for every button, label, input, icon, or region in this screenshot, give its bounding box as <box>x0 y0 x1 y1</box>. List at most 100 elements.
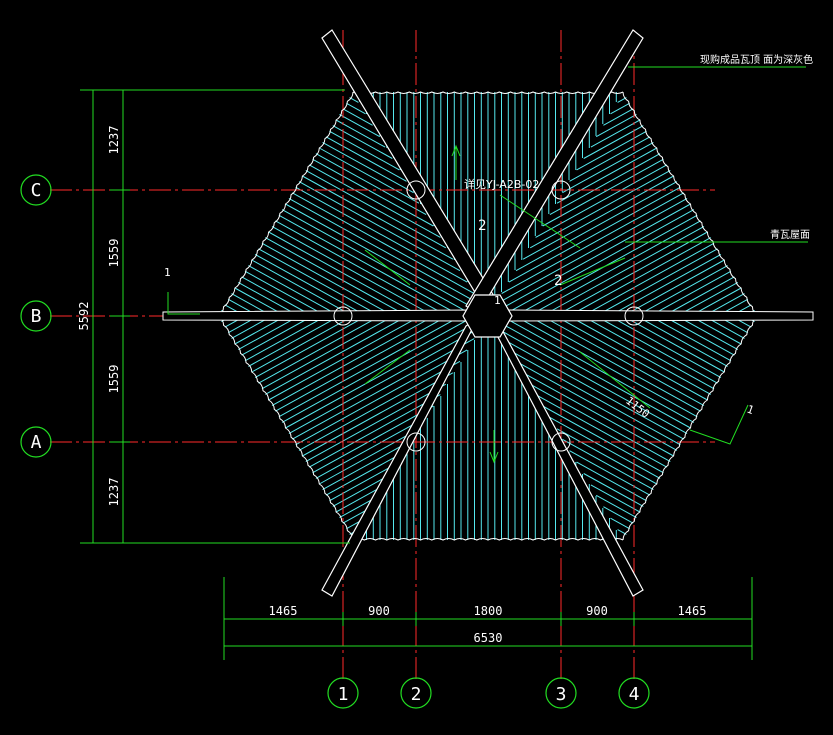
tile-line <box>556 231 708 316</box>
tile-line <box>556 147 658 204</box>
annotation-leaders <box>167 66 808 464</box>
slope-arrow-left-down <box>364 349 411 385</box>
tile-line <box>238 281 299 316</box>
tile-line <box>603 108 634 126</box>
tile-line <box>322 141 414 194</box>
dim-horizontal-seg-2: 900 <box>368 604 390 618</box>
tile-line <box>603 506 634 524</box>
tile-line <box>335 119 386 148</box>
column-a2 <box>406 432 426 452</box>
tile-line <box>339 113 381 138</box>
tile-line <box>556 428 658 485</box>
tile-line <box>312 158 434 227</box>
roof-edge <box>352 538 624 541</box>
tile-line <box>562 438 654 491</box>
tile-line <box>576 461 647 502</box>
tile-line <box>342 108 373 126</box>
tile-line <box>515 181 678 272</box>
tile-line <box>295 349 468 446</box>
dim-vertical-seg-1: 1237 <box>107 126 121 155</box>
tile-line <box>275 315 448 412</box>
tile-line <box>542 225 705 316</box>
tile-line <box>496 327 688 435</box>
tile-line <box>265 237 406 316</box>
roof-edge <box>622 91 759 317</box>
axis-label-3: 3 <box>556 684 567 705</box>
tile-line <box>346 102 366 115</box>
tile-line <box>610 102 631 115</box>
tile-line <box>315 153 427 216</box>
tile-line <box>502 316 695 423</box>
dim-horizontal-seg-1: 1465 <box>269 604 298 618</box>
tile-line <box>582 242 715 317</box>
columns <box>333 180 644 452</box>
tile-line <box>268 231 420 316</box>
tile-line <box>248 315 340 367</box>
tile-line <box>265 316 406 395</box>
tile-line <box>261 315 394 390</box>
hip-rafter-se <box>487 317 644 597</box>
roof-outline <box>217 91 759 541</box>
tile-line <box>271 316 434 407</box>
tile-line <box>319 147 420 204</box>
column-b1 <box>333 306 353 326</box>
tile-line <box>298 360 461 451</box>
tile-line <box>610 517 631 530</box>
tile-line <box>244 270 326 317</box>
tile-line <box>610 316 722 379</box>
tile-line <box>275 220 448 317</box>
tile-line <box>295 186 468 283</box>
slope-label-top: 2 <box>478 218 486 234</box>
axis-label-c: C <box>31 180 42 201</box>
column-b4 <box>624 306 644 326</box>
roof-edge <box>622 315 759 541</box>
roof-edge <box>217 315 354 541</box>
tile-line <box>302 372 454 457</box>
radius-label: 1150 <box>623 394 652 421</box>
tile-line <box>298 181 461 272</box>
section-mark-right-line <box>689 404 749 445</box>
tile-line <box>285 203 488 316</box>
tile-line <box>278 214 462 317</box>
tile-line <box>542 316 705 407</box>
tile-line <box>569 450 651 496</box>
tile-line <box>596 315 718 384</box>
tile-line <box>496 197 688 305</box>
note-roof: 青瓦屋面 <box>770 228 810 241</box>
tile-line <box>248 265 340 317</box>
slope-arrow-left-up <box>364 249 411 286</box>
tile-line <box>576 130 647 171</box>
axis-bubble-2 <box>400 677 432 709</box>
tile-line <box>596 248 718 317</box>
tile-line <box>501 338 685 440</box>
tile-line <box>251 316 352 373</box>
axis-bubble-1 <box>327 677 359 709</box>
tile-line <box>691 316 742 345</box>
tile-line <box>325 136 407 182</box>
beam-left <box>162 309 471 322</box>
tile-line <box>288 327 480 435</box>
tile-line <box>261 242 394 317</box>
tile-line <box>322 438 414 491</box>
tile-line <box>535 394 668 468</box>
tile-line <box>305 169 447 249</box>
axis-label-4: 4 <box>629 684 640 705</box>
axis-bubble-c <box>20 174 52 206</box>
column-a3 <box>551 432 571 452</box>
tile-line <box>281 209 474 316</box>
tile-line <box>305 383 447 463</box>
section-label-right: 1 <box>745 403 756 417</box>
tile-line <box>542 158 664 227</box>
tile-line <box>488 203 691 316</box>
tile-line <box>664 276 735 316</box>
tile-line <box>254 316 366 379</box>
tile-line <box>515 360 678 451</box>
column-c3 <box>551 180 571 200</box>
tile-line <box>529 169 671 249</box>
slope-arrowhead-top <box>451 144 461 157</box>
tile-line <box>549 153 661 216</box>
tile-line <box>624 259 725 316</box>
tile-line <box>268 316 420 401</box>
tile-line <box>292 192 475 294</box>
tile-line <box>508 349 681 446</box>
